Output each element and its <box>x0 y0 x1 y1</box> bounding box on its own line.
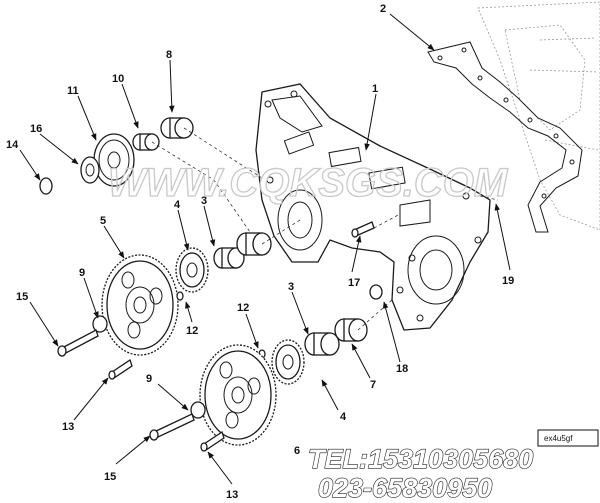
reference-code: ex4u5gf <box>544 434 573 443</box>
callout-9-upper: 9 <box>79 267 85 279</box>
idler-bushing-upper <box>236 232 272 256</box>
callout-4-lower: 4 <box>340 411 347 423</box>
camshaft-gear <box>101 254 179 356</box>
callout-17: 17 <box>348 277 360 289</box>
callout-5: 5 <box>100 215 106 227</box>
gasket <box>427 41 583 233</box>
telephone-number: TEL:15310305680 <box>308 444 533 474</box>
idler-shaft-lower <box>334 318 368 342</box>
camshaft-gear-capscrew <box>108 358 133 380</box>
callout-2: 2 <box>380 3 386 15</box>
cam-plug <box>160 117 194 139</box>
callout-labels: 1 2 3 4 5 3 4 7 8 9 10 11 12 12 13 13 14… <box>6 3 514 501</box>
gear-housing <box>255 83 491 331</box>
camshaft-gear-washer <box>92 315 108 333</box>
drive-gear-bolt <box>149 413 195 441</box>
camshaft-gear-bolt <box>57 329 99 357</box>
idler-bushing-lower <box>304 332 340 356</box>
callout-19: 19 <box>502 275 514 287</box>
callout-12-lower: 12 <box>237 302 249 314</box>
drive-gear-washer <box>190 401 206 419</box>
engine-block-background <box>477 1 600 231</box>
accessory-drive-washer <box>39 177 53 195</box>
callout-9-lower: 9 <box>146 373 152 385</box>
dowel-ring <box>369 284 383 300</box>
drive-gear-lower <box>199 344 277 446</box>
accessory-drive-hub <box>80 156 100 184</box>
callout-10: 10 <box>112 73 124 85</box>
idler-gear-upper <box>175 247 209 293</box>
reference-code-box: ex4u5gf <box>537 429 599 447</box>
callout-1: 1 <box>372 83 378 95</box>
callout-16: 16 <box>30 123 42 135</box>
callout-12-upper: 12 <box>186 325 198 337</box>
callout-4-upper: 4 <box>174 199 181 211</box>
callout-15-upper: 15 <box>16 291 28 303</box>
callout-18: 18 <box>396 363 408 375</box>
callout-13-upper: 13 <box>62 421 74 433</box>
drive-gear-capscrew <box>200 430 225 452</box>
callout-11: 11 <box>67 85 79 97</box>
leader-lines <box>19 13 511 485</box>
accessory-drive-bushing <box>132 133 160 151</box>
callout-3-lower: 3 <box>288 281 294 293</box>
callout-15-lower: 15 <box>104 471 116 483</box>
callout-8: 8 <box>166 49 172 61</box>
phone-number: 023-65830950 <box>318 473 492 503</box>
callout-7: 7 <box>370 379 376 391</box>
idler-gear-lower <box>271 339 305 385</box>
callout-6: 6 <box>294 445 300 457</box>
callout-14: 14 <box>6 139 19 151</box>
callout-3-upper: 3 <box>201 195 207 207</box>
dowel-pin-upper <box>176 291 184 301</box>
callout-13-lower: 13 <box>226 489 238 501</box>
website-watermark: WWW.CQKSGS.COM <box>108 161 509 205</box>
